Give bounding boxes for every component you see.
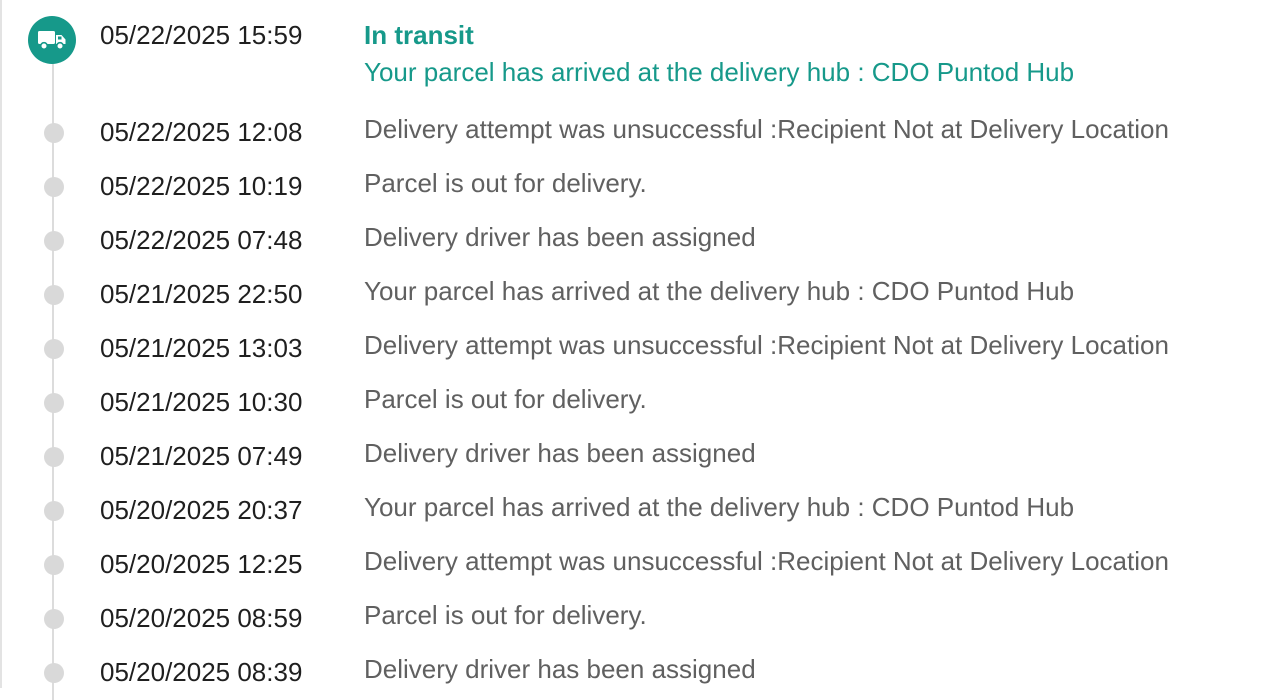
event-timestamp: 05/22/2025 12:08 [100, 117, 303, 147]
timeline-dot [44, 393, 64, 413]
event-description: Delivery attempt was unsuccessful :Recip… [364, 330, 1169, 360]
event-timestamp: 05/22/2025 10:19 [100, 171, 303, 201]
event-timestamp: 05/21/2025 22:50 [100, 279, 303, 309]
timeline-dot [44, 123, 64, 143]
event-description: Your parcel has arrived at the delivery … [364, 57, 1075, 87]
event-timestamp: 05/22/2025 07:48 [100, 225, 303, 255]
event-description: Your parcel has arrived at the delivery … [364, 492, 1075, 522]
timeline-dot [44, 447, 64, 467]
event-description: Your parcel has arrived at the delivery … [364, 276, 1075, 306]
event-timestamp: 05/22/2025 15:59 [100, 20, 303, 50]
timeline-line [52, 40, 54, 700]
event-status: In transit [364, 20, 474, 50]
event-description: Parcel is out for delivery. [364, 168, 647, 198]
event-description: Delivery driver has been assigned [364, 222, 756, 252]
timeline-dot [44, 231, 64, 251]
event-timestamp: 05/20/2025 08:59 [100, 603, 303, 633]
event-description: Delivery attempt was unsuccessful :Recip… [364, 114, 1169, 144]
event-timestamp: 05/21/2025 13:03 [100, 333, 303, 363]
event-description: Parcel is out for delivery. [364, 600, 647, 630]
truck-icon [28, 16, 76, 64]
event-description: Delivery driver has been assigned [364, 654, 756, 684]
event-description: Delivery driver has been assigned [364, 438, 756, 468]
timeline-dot [44, 177, 64, 197]
timeline-dot [44, 501, 64, 521]
event-timestamp: 05/20/2025 08:39 [100, 657, 303, 687]
timeline-dot [44, 609, 64, 629]
panel-left-border [0, 0, 2, 688]
event-description: Delivery attempt was unsuccessful :Recip… [364, 546, 1169, 576]
timeline-dot [44, 339, 64, 359]
event-timestamp: 05/20/2025 12:25 [100, 549, 303, 579]
timeline-dot [44, 285, 64, 305]
event-timestamp: 05/21/2025 10:30 [100, 387, 303, 417]
event-description: Parcel is out for delivery. [364, 384, 647, 414]
timeline-dot [44, 663, 64, 683]
event-timestamp: 05/20/2025 20:37 [100, 495, 303, 525]
timeline-dot [44, 555, 64, 575]
event-timestamp: 05/21/2025 07:49 [100, 441, 303, 471]
